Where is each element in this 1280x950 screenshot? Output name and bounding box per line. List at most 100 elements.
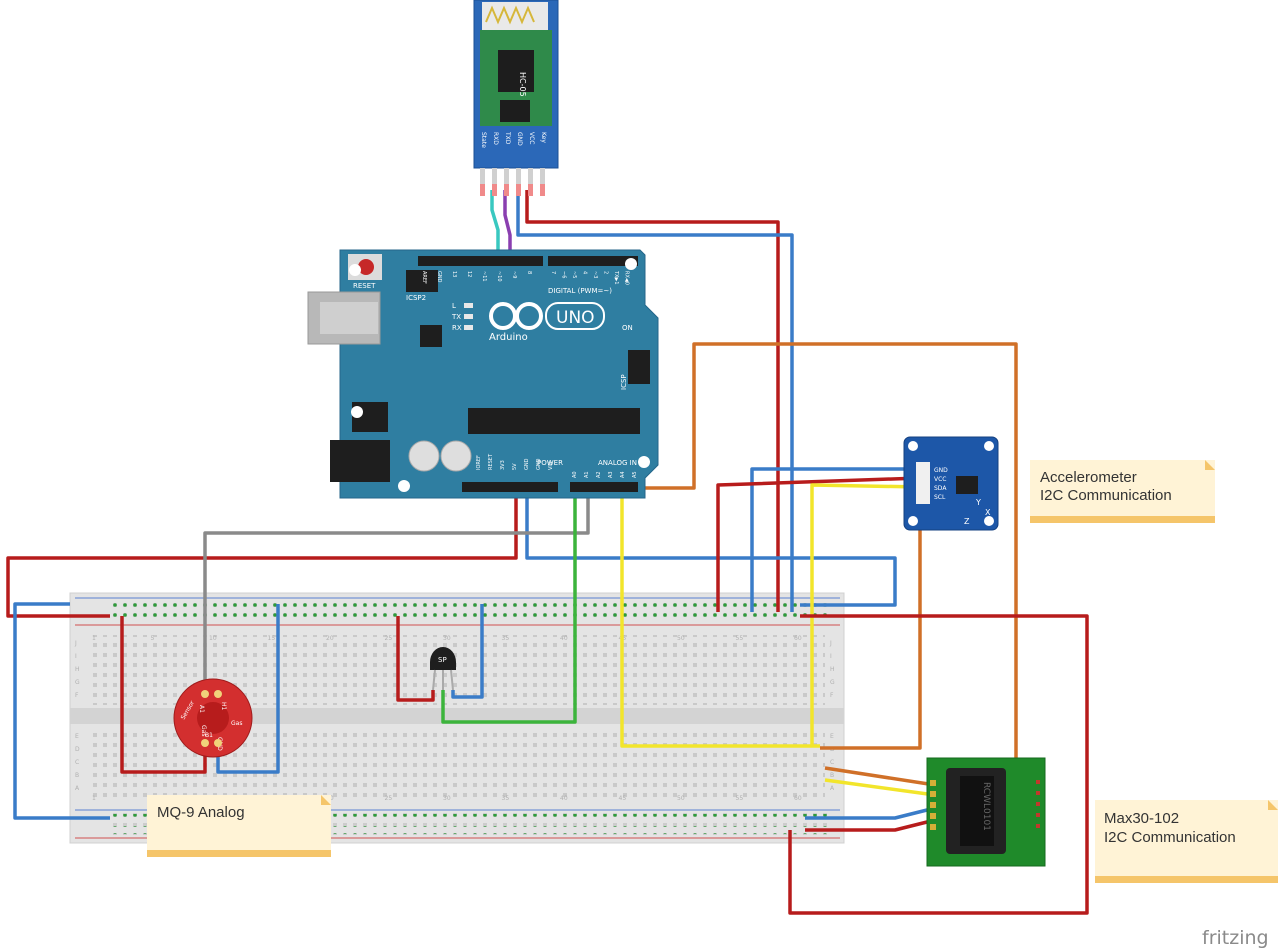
- wires: [6, 190, 1089, 915]
- wire-gray-mq9: [203, 488, 590, 695]
- accelerometer-pin-label: VCC: [934, 476, 946, 483]
- rail-holes: [110, 612, 830, 620]
- max30102-side-pin: [1036, 791, 1040, 795]
- column-number: 25: [385, 795, 393, 802]
- column-number: 15: [268, 635, 276, 642]
- hc05-pin-tip: [504, 184, 509, 196]
- row-letter: I: [75, 653, 77, 660]
- row-letter: B: [75, 772, 79, 779]
- accelerometer-pin-label: SDA: [934, 485, 947, 492]
- max30102-side-pin: [1036, 780, 1040, 784]
- max30102-side-pin: [1036, 802, 1040, 806]
- icsp-label: ICSP: [620, 374, 628, 390]
- rail-holes: [110, 600, 830, 608]
- accelerometer-pin-labels: GND VCC SDA SCL: [934, 467, 948, 501]
- max30102-pin: [930, 813, 936, 819]
- wire-yellow-a4: [620, 488, 820, 748]
- led-label: RX: [452, 324, 462, 332]
- column-number: 1: [92, 635, 96, 642]
- hc05-pin-tip: [528, 184, 533, 196]
- wire-red-max: [788, 614, 1089, 915]
- note-accelerometer: Accelerometer I2C Communication: [1030, 460, 1215, 523]
- hc05-pin-label: Key: [540, 132, 547, 143]
- row-letter: J: [829, 640, 832, 647]
- accelerometer-module: GND VCC SDA SCL YXZ: [903, 436, 999, 531]
- row-letter: E: [75, 733, 79, 740]
- power-pin-label: VIN: [548, 461, 554, 470]
- analog-pin-label: A5: [632, 471, 638, 478]
- mq9-label: Gas: [231, 720, 242, 727]
- note-mq9-line1: MQ-9 Analog: [157, 804, 245, 821]
- row-letter: C: [75, 759, 79, 766]
- row-letter: G: [830, 679, 835, 686]
- digital-pin-label: RX◀0: [624, 271, 630, 285]
- mq9-label: H1: [220, 702, 227, 711]
- row-letter: H: [830, 666, 835, 673]
- digital-pin-label: AREF: [421, 271, 427, 284]
- hc05-headers: [480, 168, 545, 196]
- analog-pin-label: A4: [620, 471, 626, 478]
- wire-orange-a5: [634, 342, 1018, 760]
- power-label: POWER: [537, 459, 563, 467]
- accelerometer-pin-label: GND: [934, 467, 948, 474]
- column-number: 50: [677, 635, 685, 642]
- accelerometer-pin-label: SCL: [934, 494, 946, 501]
- row-letter: I: [830, 653, 832, 660]
- max30102-pin: [930, 802, 936, 808]
- digital-label: DIGITAL (PWM=~): [548, 287, 612, 295]
- note-accelerometer-line2: I2C Communication: [1040, 487, 1172, 504]
- wire-yellow-max: [824, 778, 936, 797]
- digital-pin-label: ~5: [571, 271, 577, 278]
- led: [464, 303, 473, 308]
- temp-sensor-label: SP: [438, 656, 447, 664]
- column-number: 55: [736, 635, 744, 642]
- analog-pin-label: A0: [572, 471, 578, 478]
- power-pin-label: RESET: [488, 453, 494, 470]
- max30102-pin: [930, 780, 936, 786]
- on-label: ON: [622, 324, 633, 332]
- max30102-module: RCWL0101: [926, 757, 1046, 867]
- row-letter: D: [75, 746, 80, 753]
- row-letter: B: [830, 772, 834, 779]
- power-pin-label: GND: [524, 458, 530, 470]
- hc05-pin-label: RXD: [492, 132, 499, 145]
- mq9-label: B1: [205, 732, 213, 739]
- column-number: 20: [326, 635, 334, 642]
- note-accelerometer-line1: Accelerometer: [1040, 469, 1137, 486]
- hc05-pin-tip: [480, 184, 485, 196]
- row-letter: A: [75, 785, 80, 792]
- wire-cyan-hc05: [490, 190, 500, 258]
- axis-label: Z: [964, 517, 970, 526]
- wire-red-hc05-vcc: [525, 190, 780, 612]
- digital-pin-label: 4: [582, 271, 588, 274]
- accelerometer-axes: YXZ: [964, 498, 991, 526]
- wire-blue-left: [13, 602, 110, 820]
- digital-pin-label: ~10: [496, 271, 502, 282]
- wire-purple-hc05: [503, 190, 512, 258]
- wire-blue-temp: [451, 604, 484, 699]
- wire-red-5v: [6, 488, 518, 618]
- power-pin-label: GND: [536, 458, 542, 470]
- column-number: 25: [385, 635, 393, 642]
- column-number: 45: [619, 795, 627, 802]
- hc05-pin: [540, 168, 545, 184]
- max30102-side-pin: [1036, 824, 1040, 828]
- wire-red-acc-vcc: [716, 476, 921, 612]
- note-mq9: MQ-9 Analog: [147, 795, 331, 857]
- led: [464, 325, 473, 330]
- led-label: L: [452, 302, 456, 310]
- power-pin-label: 5V: [512, 463, 518, 470]
- hc05-pin-label: GND: [516, 132, 523, 146]
- wire-blue-gnd: [525, 488, 897, 607]
- wire-blue-acc-gnd: [750, 467, 920, 612]
- temperature-sensor: SP: [430, 647, 456, 691]
- hc05-pin: [480, 168, 485, 184]
- digital-pin-label: 12: [466, 271, 472, 277]
- digital-pin-label: GND: [436, 271, 442, 283]
- hc05-pin-tip: [492, 184, 497, 196]
- wire-green-temp: [441, 488, 577, 724]
